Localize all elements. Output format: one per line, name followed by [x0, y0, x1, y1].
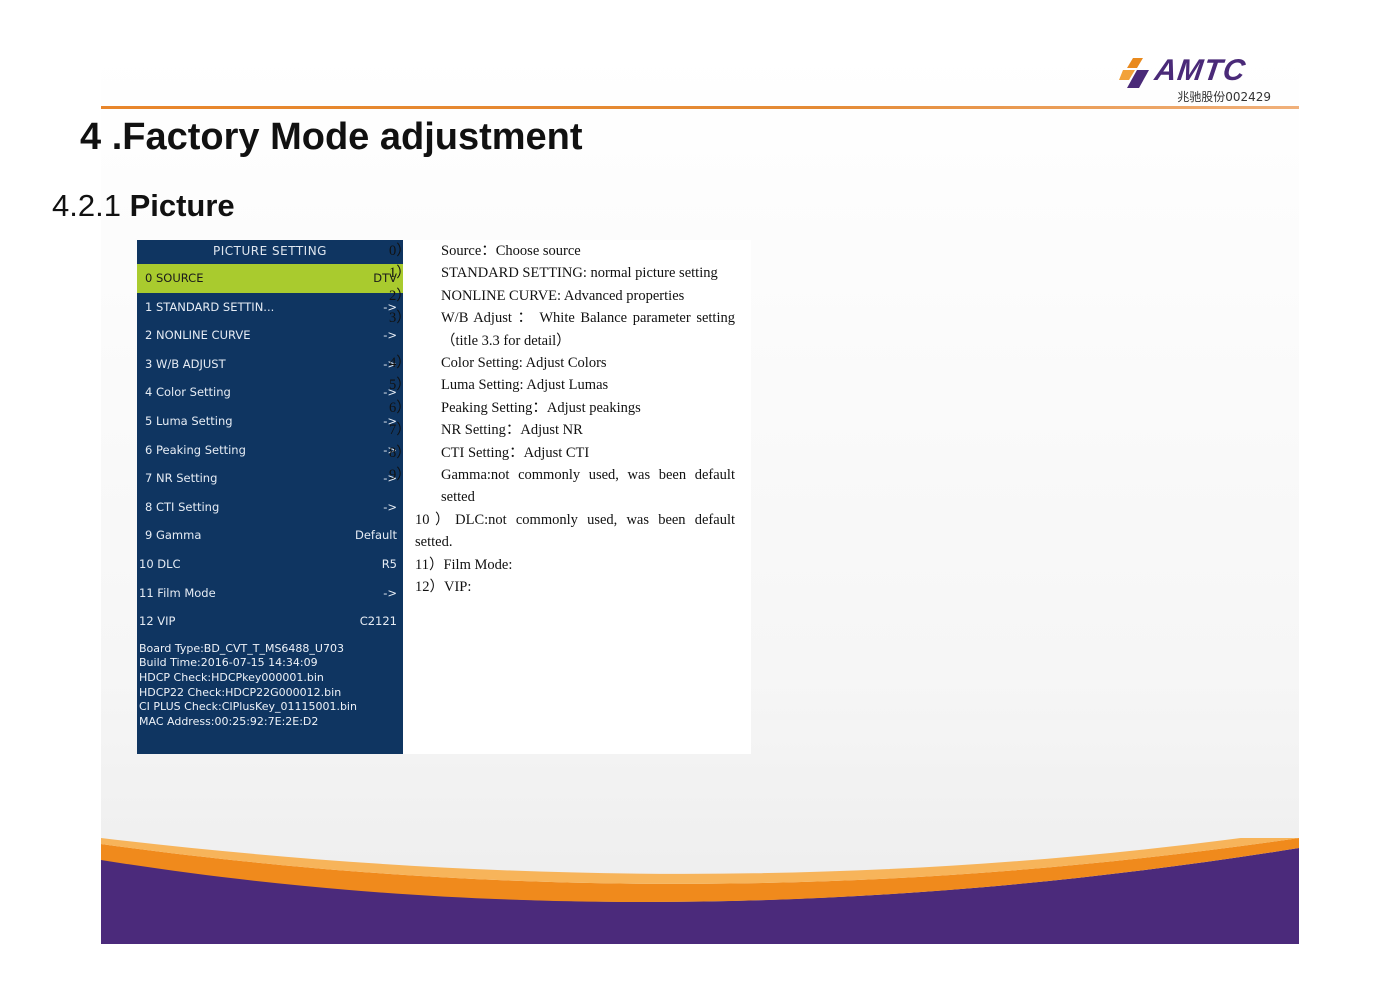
tv-picture-setting-menu: PICTURE SETTING 0 SOURCE DTV 1 STANDARD … — [137, 240, 403, 754]
menu-row-wb-adjust[interactable]: 3 W/B ADJUST -> — [137, 350, 403, 379]
desc-number: 9） — [389, 467, 411, 484]
desc-number: 3） — [389, 310, 411, 327]
desc-text: Source：Choose source — [441, 243, 581, 259]
board-type: Board Type:BD_CVT_T_MS6488_U703 — [139, 641, 344, 655]
desc-number: 7） — [389, 422, 411, 439]
menu-row-label: 3 W/B ADJUST — [145, 356, 226, 371]
desc-item-9: 9） Gamma:not commonly used, was been defa… — [389, 464, 735, 509]
desc-text: W/B Adjust ： White Balance parameter set… — [441, 310, 735, 349]
menu-row-label: 10 DLC — [139, 556, 181, 571]
bottom-swoosh — [101, 838, 1299, 944]
desc-text: NR Setting：Adjust NR — [441, 422, 583, 439]
menu-row-value: -> — [383, 499, 397, 514]
desc-item-11: 11）Film Mode: — [415, 554, 735, 576]
menu-row-nr-setting[interactable]: 7 NR Setting -> — [137, 464, 403, 493]
menu-row-value: -> — [383, 471, 397, 486]
menu-row-film-mode[interactable]: 11 Film Mode -> — [137, 579, 403, 608]
menu-row-nonline-curve[interactable]: 2 NONLINE CURVE -> — [137, 321, 403, 350]
desc-text: CTI Setting：Adjust CTI — [441, 444, 590, 461]
desc-item-7: 7） NR Setting：Adjust NR — [389, 419, 735, 441]
desc-item-8: 8） CTI Setting：Adjust CTI — [389, 442, 735, 464]
desc-text: STANDARD SETTING: normal picture setting — [441, 265, 718, 282]
menu-row-source[interactable]: 0 SOURCE DTV — [137, 264, 403, 293]
menu-header: PICTURE SETTING — [213, 244, 327, 258]
desc-number: 8） — [389, 444, 411, 461]
desc-item-1: 1） STANDARD SETTING: normal picture setti… — [389, 262, 735, 284]
menu-row-label: 6 Peaking Setting — [145, 442, 246, 457]
desc-item-0: 0） Source：Choose source — [389, 240, 735, 262]
desc-item-4: 4） Color Setting: Adjust Colors — [389, 352, 735, 374]
section-heading: 4.2.1 Picture — [52, 188, 235, 224]
desc-text: NONLINE CURVE: Advanced properties — [441, 287, 685, 304]
desc-number: 0） — [389, 243, 411, 259]
desc-number: 2） — [389, 287, 411, 304]
desc-text: Luma Setting: Adjust Lumas — [441, 377, 609, 394]
menu-row-cti-setting[interactable]: 8 CTI Setting -> — [137, 493, 403, 522]
menu-row-label: 5 Luma Setting — [145, 413, 233, 428]
page-title: 4 .Factory Mode adjustment — [80, 116, 583, 158]
desc-number: 10） — [415, 511, 456, 528]
menu-row-label: 8 CTI Setting — [145, 499, 220, 514]
desc-text: Film Mode: — [443, 556, 513, 573]
menu-row-label: 12 VIP — [139, 614, 176, 629]
description-list: 0） Source：Choose source 1） STANDARD SETTIN… — [389, 240, 751, 754]
menu-row-value: R5 — [381, 556, 397, 571]
menu-row-value: -> — [383, 413, 397, 428]
menu-row-value: Default — [354, 528, 397, 543]
mac-address: MAC Address:00:25:92:7E:2E:D2 — [139, 714, 319, 728]
desc-number: 5） — [389, 377, 411, 394]
section-label: Picture — [129, 188, 235, 223]
menu-row-value: DTV — [373, 271, 397, 285]
menu-row-label: 1 STANDARD SETTIN... — [145, 299, 275, 314]
section-number: 4.2.1 — [52, 188, 121, 223]
desc-item-10: 10）DLC:not commonly used, was been defau… — [415, 509, 735, 554]
desc-item-12: 12）VIP: — [415, 576, 735, 598]
menu-row-peaking-setting[interactable]: 6 Peaking Setting -> — [137, 436, 403, 465]
desc-text: Peaking Setting：Adjust peakings — [441, 399, 641, 416]
logo-stock-code: 兆驰股份002429 — [1177, 90, 1271, 104]
desc-text: DLC:not commonly used, was been default … — [415, 511, 736, 551]
desc-number: 4） — [389, 355, 411, 372]
menu-row-label: 11 Film Mode — [139, 585, 216, 600]
desc-number: 1） — [389, 265, 411, 282]
desc-number: 12） — [415, 579, 444, 596]
menu-row-gamma[interactable]: 9 Gamma Default — [137, 521, 403, 550]
desc-item-3: 3） W/B Adjust ： White Balance parameter s… — [389, 307, 735, 352]
ci-plus-check: CI PLUS Check:CIPlusKey_01115001.bin — [139, 700, 357, 714]
menu-row-value: -> — [383, 442, 397, 457]
menu-row-dlc[interactable]: 10 DLC R5 — [137, 550, 403, 579]
amtc-logo: AMTC 兆驰股份002429 — [1119, 54, 1279, 106]
menu-row-label: 2 NONLINE CURVE — [145, 328, 251, 343]
logo-wordmark: AMTC — [1152, 54, 1249, 87]
menu-row-color-setting[interactable]: 4 Color Setting -> — [137, 378, 403, 407]
menu-row-value: -> — [383, 585, 397, 600]
board-info: Board Type:BD_CVT_T_MS6488_U703 Build Ti… — [137, 642, 403, 730]
menu-row-label: 4 Color Setting — [145, 385, 231, 400]
menu-row-value: -> — [383, 328, 397, 343]
hdcp-check: HDCP Check:HDCPkey000001.bin — [139, 670, 324, 684]
desc-text: Gamma:not commonly used, was been defaul… — [441, 467, 735, 506]
menu-row-label: 7 NR Setting — [145, 471, 218, 486]
menu-row-value: -> — [383, 385, 397, 400]
menu-row-vip[interactable]: 12 VIP C2121 — [137, 607, 403, 636]
logo-mark-icon — [1119, 58, 1149, 88]
menu-row-standard-setting[interactable]: 1 STANDARD SETTIN... -> — [137, 293, 403, 322]
desc-item-6: 6） Peaking Setting：Adjust peakings — [389, 397, 735, 419]
desc-text: Color Setting: Adjust Colors — [441, 355, 607, 372]
desc-item-2: 2） NONLINE CURVE: Advanced properties — [389, 285, 735, 307]
build-time: Build Time:2016-07-15 14:34:09 — [139, 656, 318, 670]
desc-number: 11） — [415, 556, 444, 573]
menu-row-luma-setting[interactable]: 5 Luma Setting -> — [137, 407, 403, 436]
menu-row-value: C2121 — [359, 614, 397, 629]
desc-number: 6） — [389, 399, 411, 416]
header-divider — [101, 106, 1299, 109]
desc-item-5: 5） Luma Setting: Adjust Lumas — [389, 374, 735, 396]
menu-row-label: 9 Gamma — [145, 528, 202, 543]
desc-text: VIP: — [444, 579, 472, 596]
menu-row-value: -> — [383, 356, 397, 371]
menu-row-label: 0 SOURCE — [145, 271, 204, 285]
menu-row-value: -> — [383, 299, 397, 314]
hdcp22-check: HDCP22 Check:HDCP22G000012.bin — [139, 685, 342, 699]
